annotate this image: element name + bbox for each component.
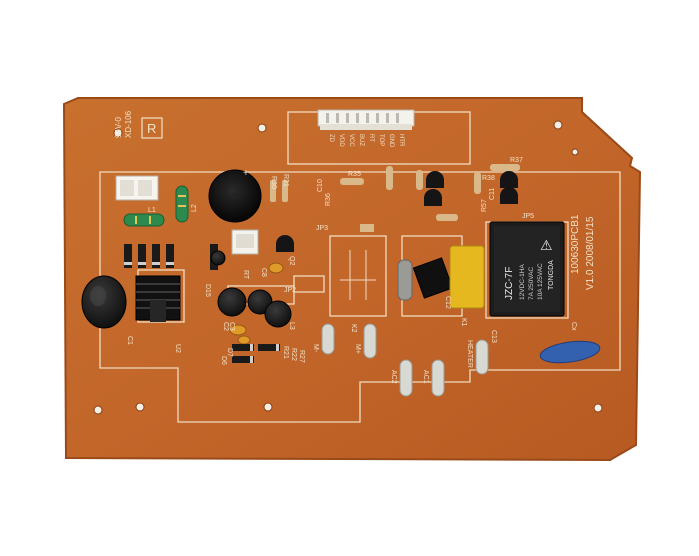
label-k1: K1 [460, 318, 467, 327]
capacitor-l3 [264, 300, 292, 328]
label-c1: C1 [126, 336, 133, 345]
varistor [397, 259, 413, 301]
label-jp5: JP5 [522, 213, 534, 220]
pad-ac2 [399, 359, 413, 397]
pad-heater [475, 339, 489, 375]
label-m-plus: M+ [354, 344, 361, 354]
blue-capacitor [539, 340, 601, 364]
pin-label-vdd: VDD [338, 134, 344, 147]
label-ac1: AC1 [422, 370, 429, 384]
label-l3: L3 [288, 322, 295, 330]
relay-rating-3: 10A 125VAC [537, 263, 544, 300]
label-c2: C2 [222, 322, 229, 331]
label-k2: K2 [350, 324, 357, 333]
label-cx: Cx [570, 322, 577, 331]
x-capacitor [449, 245, 485, 309]
label-r31: R31 [282, 174, 289, 187]
label-r22: R22 [290, 348, 297, 361]
r-marker-box [141, 117, 163, 139]
label-r30: R30 [270, 176, 277, 189]
jp3-jumper [360, 224, 374, 232]
label-r38: R38 [482, 175, 495, 182]
label-c8: C8 [260, 268, 267, 277]
label-c10: C10 [317, 179, 324, 192]
label-l1: L1 [148, 207, 156, 214]
transistors [276, 171, 518, 252]
label-u2: U2 [174, 344, 181, 353]
capacitor-c2 [217, 287, 247, 317]
label-l2: L2 [191, 204, 198, 212]
label-d15: D15 [204, 284, 211, 297]
power-triac [412, 257, 454, 299]
relay-rating-2: 7A 250VAC [528, 267, 535, 300]
label-jp3: JP3 [316, 225, 328, 232]
svg-text:⚠: ⚠ [540, 237, 553, 253]
label-r21: R21 [282, 346, 289, 359]
label-r37: R37 [510, 157, 523, 164]
mounting-holes [93, 120, 603, 415]
diode-row [124, 244, 174, 268]
pin-label-rt: RT [368, 134, 374, 142]
pin-label-top: TOP [378, 134, 384, 146]
label-c13: C13 [490, 330, 497, 343]
label-r35: R35 [348, 171, 361, 178]
label-r36: R36 [325, 193, 332, 206]
label-m-minus: M- [312, 344, 319, 353]
pad-ac1 [431, 359, 445, 397]
label-ac2: AC2 [390, 370, 397, 384]
pin-label-vcc: VCC [348, 134, 354, 147]
label-heater: HEATER [466, 340, 473, 368]
small-connector [115, 175, 159, 201]
rating-line-1: 94V-0 [114, 117, 123, 138]
label-rt: RT [242, 270, 249, 280]
label-c12: C12 [444, 296, 451, 309]
relay-rating-1: 12VDC-1HA [519, 264, 526, 300]
pad-m-minus [321, 323, 335, 355]
heatsink [135, 275, 181, 322]
inductor-l2 [175, 185, 189, 223]
connector-pin-labels: ZD VDD VCC BUZ RT TOP GND HTR [328, 134, 404, 148]
label-d7: D7 [226, 348, 233, 357]
relay: JZC-7F 12VDC-1HA 7A 250VAC 10A 125VAC TO… [489, 221, 565, 317]
inductor-l1 [123, 213, 165, 227]
pin-label-htr: HTR [398, 134, 404, 147]
label-q2: Q2 [288, 256, 295, 265]
label-r27: R27 [298, 350, 305, 363]
r-marker-text: R [147, 121, 156, 136]
pin-label-zd: ZD [328, 134, 334, 143]
version-date: V1.0 2008/01/15 [585, 216, 596, 290]
top-connector [317, 109, 415, 130]
diodes-d6-d7 [232, 344, 280, 363]
label-c11: C11 [489, 188, 496, 200]
relay-maker: TONGDA [548, 260, 555, 290]
relay-model: JZC-7F [504, 267, 515, 300]
label-r57: R57 [481, 199, 488, 212]
pad-m-plus [363, 323, 377, 359]
relay-schematic-silk [340, 250, 376, 300]
resistors [270, 164, 520, 221]
capacitor-small [210, 250, 226, 266]
buzzer-plus-label: + [243, 168, 249, 179]
pin-label-buz: BUZ [358, 134, 364, 146]
label-jp2: JP2 [284, 287, 296, 294]
label-c3: C3 [228, 322, 235, 331]
pcb-id: 100630PCB1 [570, 214, 581, 274]
label-d6: D6 [220, 356, 227, 365]
pin-label-gnd: GND [388, 134, 394, 148]
rating-line-2: XD-106 [124, 110, 133, 138]
